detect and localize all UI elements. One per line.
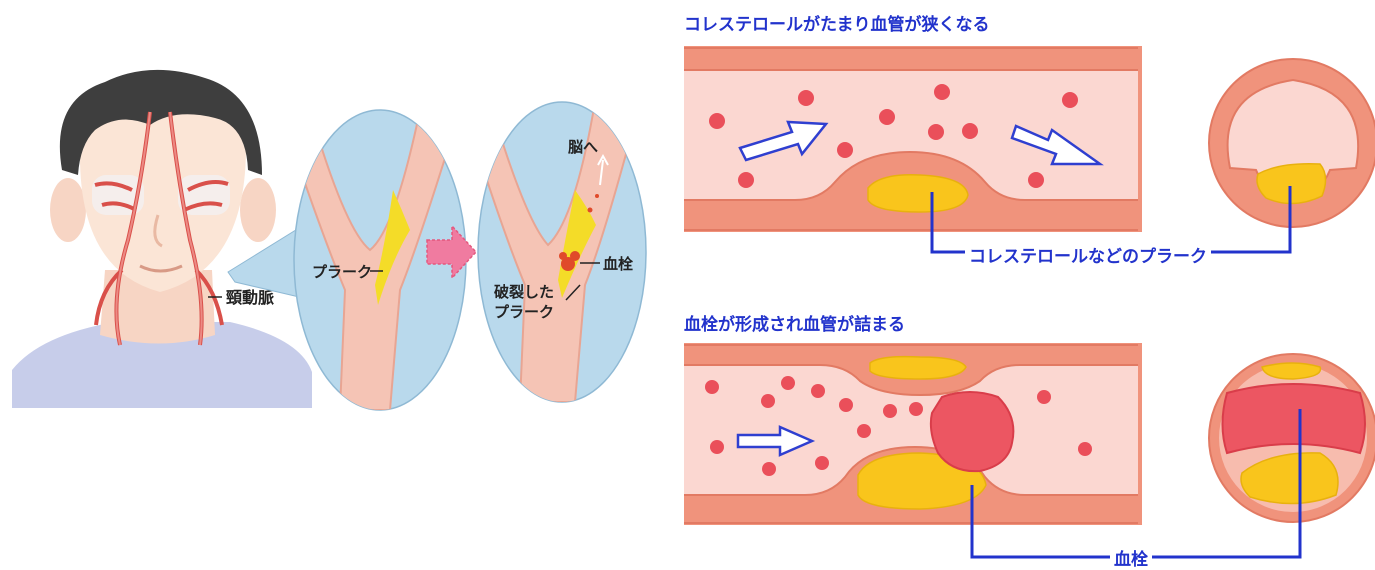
magnified-artery-after — [462, 102, 646, 402]
to-brain-label: 脳へ — [568, 138, 598, 156]
blockage-diagram — [680, 335, 1375, 567]
plaque-deposit — [868, 175, 968, 212]
cross-section-blocked — [1209, 354, 1375, 522]
cross-section-narrowed — [1209, 59, 1375, 227]
ruptured-plaque-label-line1: 破裂した — [494, 283, 554, 301]
narrowing-title: コレステロールがたまり血管が狭くなる — [684, 10, 990, 35]
ruptured-plaque-label-line2: プラーク — [494, 303, 554, 321]
blockage-title: 血栓が形成され血管が詰まる — [684, 310, 905, 335]
thrombus-clot — [931, 392, 1014, 471]
plaque-label: プラーク — [312, 263, 372, 281]
carotid-illustration: 頸動脈 プラーク 脳へ 血栓 破裂した プラーク — [0, 0, 680, 567]
plaque-callout-label: コレステロールなどのプラーク — [965, 242, 1211, 267]
carotid-artery-label: 頸動脈 — [226, 288, 274, 307]
thrombus-label-left: 血栓 — [603, 255, 633, 273]
thrombus-callout-label: 血栓 — [1110, 545, 1152, 570]
person-figure — [12, 70, 312, 408]
